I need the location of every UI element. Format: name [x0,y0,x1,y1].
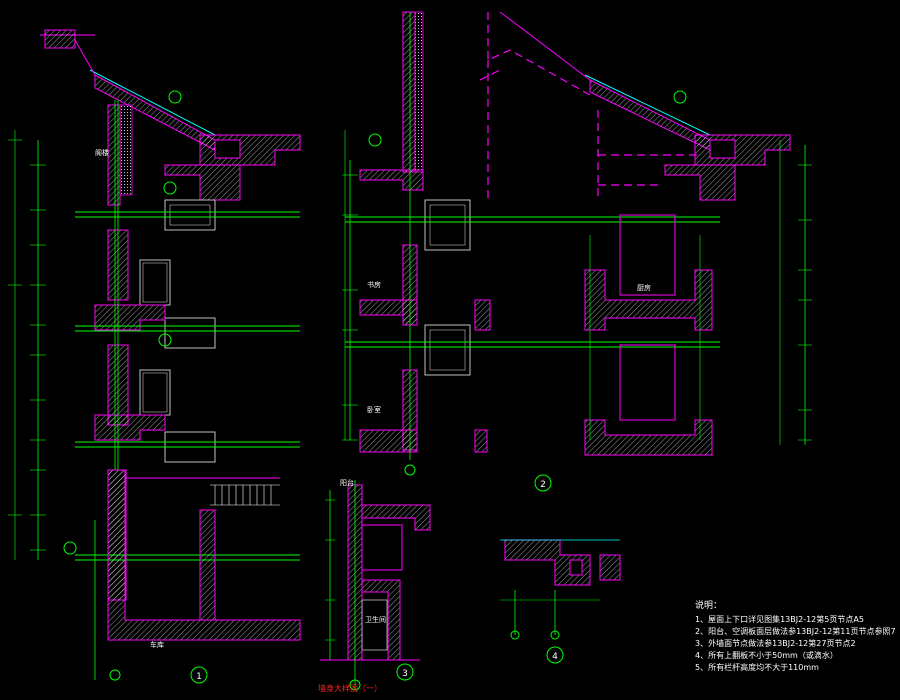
room-label-balcony: 阳台 [340,479,354,487]
note-line: 1、屋面上下口详见图集13BJ2-12第5页节点A5 [695,615,864,624]
detail-4 [500,539,621,635]
section-label-4: 4 [552,652,558,662]
section-marker-4 [546,646,564,664]
notes-title: 说明： [695,601,723,611]
section-label-1: 1 [196,672,202,682]
room-label-kitchen: 厨房 [637,284,651,292]
notes-block: 说明： 1、屋面上下口详见图集13BJ2-12第5页节点A5 2、阳台、空调板面… [695,600,896,674]
note-line: 3、外墙面节点做法参13BJ2-12第27页节点2 [695,639,856,648]
room-label-study: 书房 [367,281,381,289]
section-label-2: 2 [540,480,546,490]
room-label-toilet: 卫生间 [365,616,386,624]
section-marker-2 [534,474,552,492]
section-label-3: 3 [402,669,408,679]
room-label-attic: 阁楼 [95,149,109,157]
section-markers [63,90,687,691]
room-label-garage: 车库 [150,641,164,649]
detail-2 [342,11,812,460]
section-marker-1 [190,666,208,684]
section-marker-3 [396,663,414,681]
note-line: 5、所有栏杆高度均不大于110mm [695,663,819,672]
room-label-bedroom: 卧室 [367,406,381,414]
note-line: 4、所有上翻板不小于50mm（或滴水） [695,651,838,660]
note-line: 2、阳台、空调板面层做法参13BJ2-12第11页节点参照7 [695,627,896,636]
detail-1 [8,29,301,680]
detail-3 [320,480,431,690]
drawing-caption: 墙身大样图（一） [318,684,382,693]
